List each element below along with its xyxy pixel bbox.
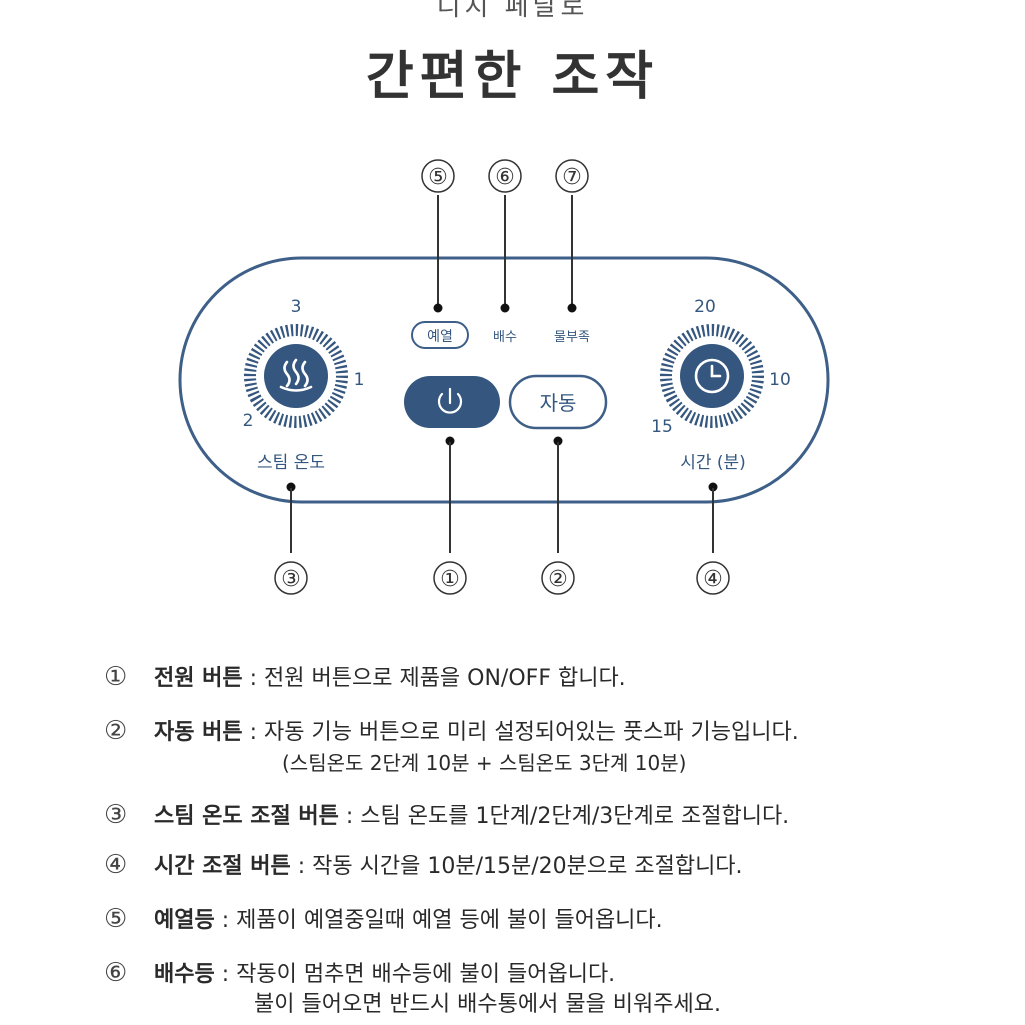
power-button[interactable] xyxy=(404,376,500,428)
timer-20: 20 xyxy=(694,297,716,317)
clock-icon xyxy=(694,358,730,394)
description-term: 전원 버튼 xyxy=(154,666,243,691)
description-term: 자동 버튼 xyxy=(154,720,243,745)
callout-5-label: ⑤ xyxy=(428,165,448,190)
callout-7: ⑦ xyxy=(555,159,589,193)
description-term: 배수등 xyxy=(154,962,215,987)
power-icon xyxy=(437,387,463,414)
header-subtitle: 디지 페달로 xyxy=(436,0,589,22)
description-number: ② xyxy=(104,716,128,746)
description-term: 예열등 xyxy=(154,908,215,933)
timer-15: 15 xyxy=(651,417,673,437)
preheat-indicator xyxy=(411,321,469,349)
auto-button-label: 자동 xyxy=(540,391,577,415)
description-text: : 작동이 멈추면 배수등에 불이 들어옵니다. xyxy=(214,962,616,987)
description-number: ⑥ xyxy=(104,958,128,988)
callout-1-label: ① xyxy=(440,567,460,592)
steam-button[interactable] xyxy=(264,344,328,408)
description-text: : 작동 시간을 10분/15분/20분으로 조절합니다. xyxy=(290,854,743,879)
description-item: ③ 스팀 온도 조절 버튼 : 스팀 온도를 1단계/2단계/3단계로 조절합니다… xyxy=(104,800,1004,832)
steam-label: 스팀 온도 xyxy=(257,453,325,473)
description-subtext: (스팀온도 2단계 10분 + 스팀온도 3단계 10분) xyxy=(282,751,687,775)
callout-3-label: ③ xyxy=(281,567,301,592)
timer-10: 10 xyxy=(769,370,791,390)
auto-button[interactable] xyxy=(508,374,608,430)
drain-label: 배수 xyxy=(493,330,517,345)
timer-dial[interactable] xyxy=(649,313,775,439)
water-low-label: 물부족 xyxy=(554,330,590,345)
callout-4: ④ xyxy=(696,561,730,595)
control-panel-diagram: ⑤ ⑥ ⑦ 예열 배수 물부족 자동 3 1 2 스팀 온도 xyxy=(178,159,830,595)
timer-label: 시간 (분) xyxy=(680,453,746,473)
description-item: ① 전원 버튼 : 전원 버튼으로 제품을 ON/OFF 합니다. xyxy=(104,662,1004,694)
description-continuation: 불이 들어오면 반드시 배수통에서 물을 비워주세요. xyxy=(254,992,722,1017)
callout-4-label: ④ xyxy=(703,567,723,592)
steam-level-1: 1 xyxy=(354,370,365,390)
description-text: : 제품이 예열중일때 예열 등에 불이 들어옵니다. xyxy=(214,908,663,933)
callout-2: ② xyxy=(541,561,575,595)
steam-level-2: 2 xyxy=(243,411,254,431)
preheat-label: 예열 xyxy=(427,329,453,345)
steam-dial[interactable] xyxy=(233,313,359,439)
callout-2-label: ② xyxy=(548,567,568,592)
description-item: ④ 시간 조절 버튼 : 작동 시간을 10분/15분/20분으로 조절합니다. xyxy=(104,850,1004,882)
description-text: : 스팀 온도를 1단계/2단계/3단계로 조절합니다. xyxy=(338,804,790,829)
page-title: 간편한 조작 xyxy=(365,47,660,107)
callout-1: ① xyxy=(433,561,467,595)
steam-icon xyxy=(279,358,313,392)
description-number: ① xyxy=(104,662,128,692)
description-term: 시간 조절 버튼 xyxy=(154,854,291,879)
callout-6: ⑥ xyxy=(488,159,522,193)
description-item: ⑥ 배수등 : 작동이 멈추면 배수등에 불이 들어옵니다. 불이 들어오면 반드… xyxy=(104,958,1004,1020)
description-number: ⑤ xyxy=(104,904,128,934)
description-number: ③ xyxy=(104,800,128,830)
description-text: : 자동 기능 버튼으로 미리 설정되어있는 풋스파 기능입니다. xyxy=(242,720,799,745)
description-item: ② 자동 버튼 : 자동 기능 버튼으로 미리 설정되어있는 풋스파 기능입니다.… xyxy=(104,716,1004,778)
callout-6-label: ⑥ xyxy=(495,165,515,190)
callout-5: ⑤ xyxy=(421,159,455,193)
description-term: 스팀 온도 조절 버튼 xyxy=(154,804,339,829)
steam-level-3: 3 xyxy=(291,297,302,317)
description-item: ⑤ 예열등 : 제품이 예열중일때 예열 등에 불이 들어옵니다. xyxy=(104,904,1004,936)
description-number: ④ xyxy=(104,850,128,880)
callout-7-label: ⑦ xyxy=(562,165,582,190)
callout-3: ③ xyxy=(274,561,308,595)
description-text: : 전원 버튼으로 제품을 ON/OFF 합니다. xyxy=(242,666,626,691)
